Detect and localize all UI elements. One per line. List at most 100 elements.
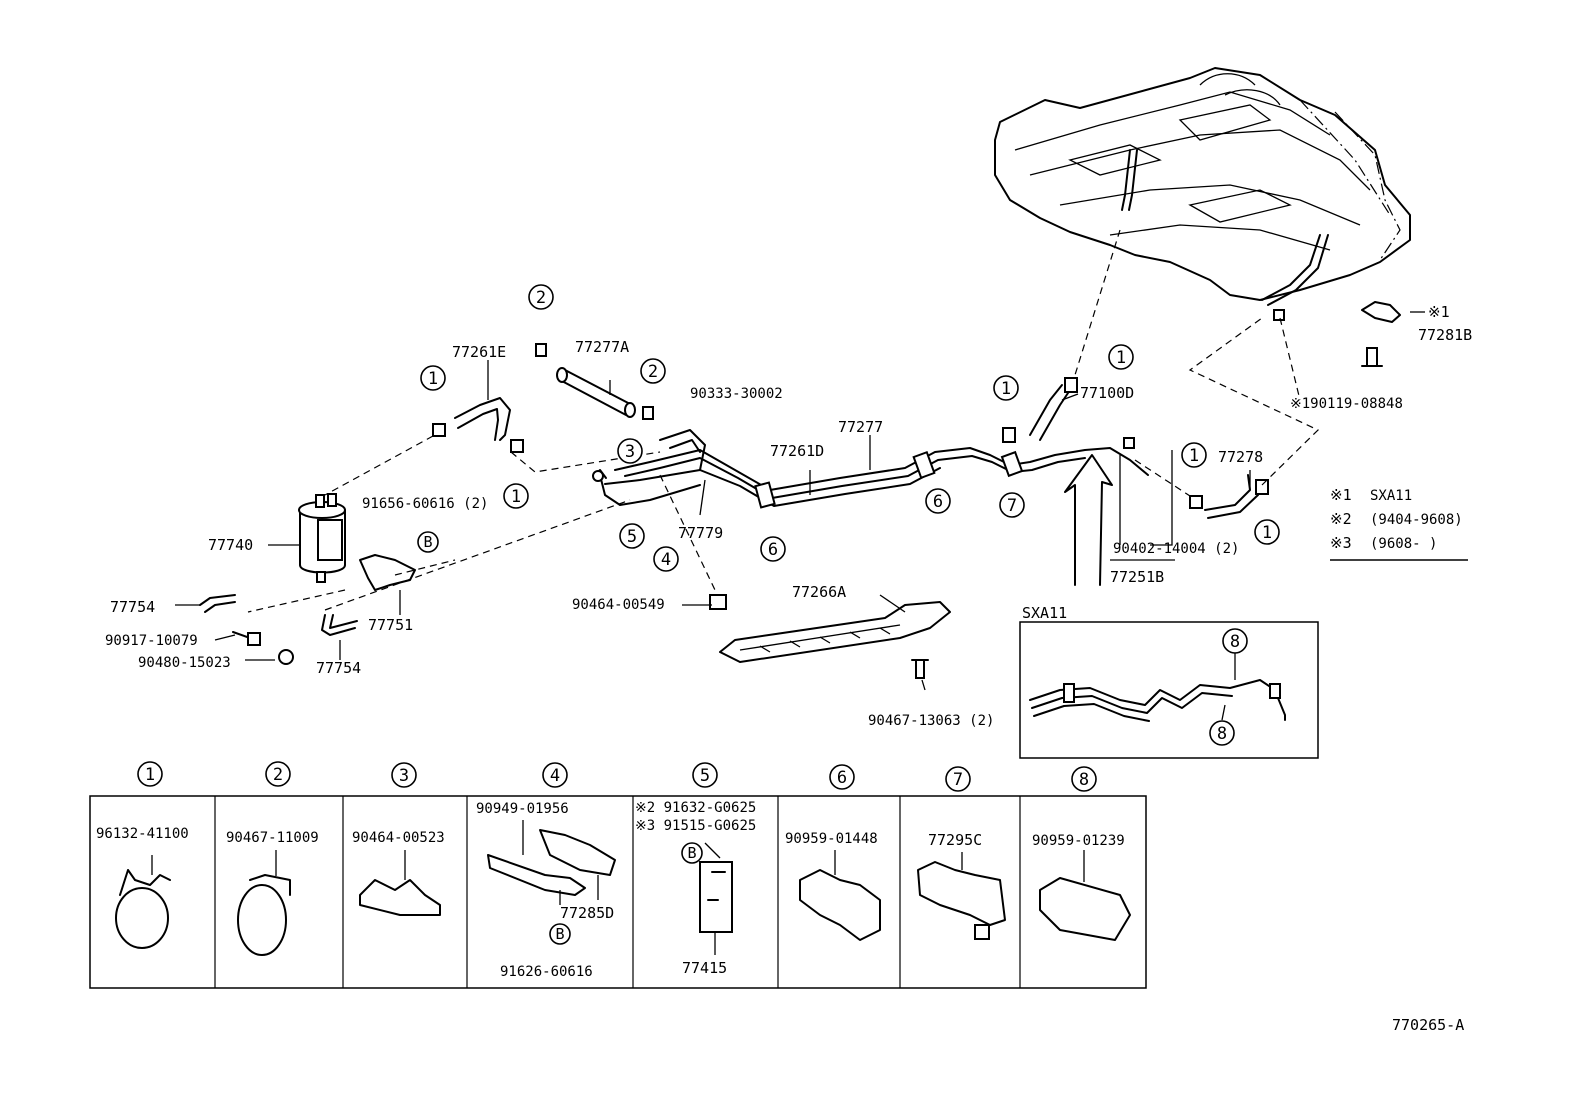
- fuel-lines: [592, 429, 1149, 509]
- callout-circle-8a: 8: [1222, 628, 1248, 654]
- col-3-header: 3: [391, 762, 417, 788]
- part-90464-00523: 90464-00523: [352, 830, 445, 846]
- label-77754-b: 77754: [316, 659, 361, 677]
- col-2-header: 2: [265, 761, 291, 787]
- clamp-icons: [432, 343, 654, 453]
- legend-mark-1: ※1: [1330, 486, 1352, 504]
- part-90959-01448: 90959-01448: [785, 831, 878, 847]
- label-77281B: 77281B: [1418, 326, 1472, 344]
- callout-circle-1b: 1: [503, 483, 529, 509]
- bolt-190119: [1361, 347, 1383, 367]
- svg-text:B: B: [555, 925, 564, 943]
- label-90333-30002: 90333-30002: [690, 386, 783, 402]
- label-77261D: 77261D: [770, 442, 824, 460]
- col-4-header: 4: [542, 762, 568, 788]
- bracket-77281B: [1361, 301, 1401, 323]
- hose-77278: [1204, 474, 1259, 519]
- legend-mark-2: ※2: [1330, 510, 1352, 528]
- callout-circle-2a: 2: [528, 284, 554, 310]
- svg-text:6: 6: [837, 768, 847, 788]
- svg-text:1: 1: [1116, 348, 1126, 368]
- col-1-header: 1: [137, 761, 163, 787]
- B-circle-col5: B: [681, 842, 703, 864]
- svg-text:4: 4: [661, 550, 671, 570]
- svg-text:2: 2: [536, 288, 546, 308]
- svg-text:6: 6: [768, 540, 778, 560]
- callout-circle-6b: 6: [925, 488, 951, 514]
- label-90480-15023: 90480-15023: [138, 655, 231, 671]
- legend-mark-3: ※3: [1330, 534, 1352, 552]
- callout-circle-1f: 1: [1254, 519, 1280, 545]
- bracket-77266A: [719, 601, 951, 663]
- callout-circle-8b: 8: [1209, 720, 1235, 746]
- callout-circle-1d: 1: [1108, 344, 1134, 370]
- callout-circle-1c: 1: [993, 375, 1019, 401]
- label-77100D: 77100D: [1080, 384, 1134, 402]
- svg-text:8: 8: [1230, 632, 1240, 652]
- label-90464-00549: 90464-00549: [572, 597, 665, 613]
- svg-text:4: 4: [550, 766, 560, 786]
- tank-pipes: [1121, 149, 1329, 306]
- svg-text:5: 5: [700, 766, 710, 786]
- label-77277: 77277: [838, 418, 883, 436]
- part-96132-41100: 96132-41100: [96, 826, 189, 842]
- hose-77754-b: [321, 614, 358, 636]
- svg-text:7: 7: [953, 770, 963, 790]
- part-90959-01239: 90959-01239: [1032, 833, 1125, 849]
- label-90402-14004: 90402-14004 (2): [1113, 541, 1239, 557]
- part-77415: 77415: [682, 959, 727, 977]
- bracket-77751: [359, 554, 416, 591]
- svg-text:B: B: [687, 844, 696, 862]
- charcoal-canister: [298, 493, 346, 583]
- part-90467-11009: 90467-11009: [226, 830, 319, 846]
- table-text: 1 2 3 4 5 6 7 8 96132-41100 90467-11009 …: [96, 761, 1125, 980]
- label-190119-08848: ※190119-08848: [1290, 396, 1403, 412]
- fitting-icons: [232, 631, 294, 665]
- svg-text:1: 1: [1189, 446, 1199, 466]
- svg-text:8: 8: [1217, 724, 1227, 744]
- label-90917-10079: 90917-10079: [105, 633, 198, 649]
- B-circle-col4: B: [549, 923, 571, 945]
- part-77285D: 77285D: [560, 904, 614, 922]
- part-91632-G0625: ※2 91632-G0625: [635, 800, 756, 816]
- parts-table: [89, 795, 1147, 989]
- svg-text:2: 2: [648, 362, 658, 382]
- fuel-tank: [994, 67, 1411, 301]
- callout-circle-7: 7: [999, 492, 1025, 518]
- svg-text:6: 6: [933, 492, 943, 512]
- clip-7-icon: [917, 852, 1006, 940]
- bolt-icon: [911, 659, 929, 679]
- label-77754-a: 77754: [110, 598, 155, 616]
- callout-circle-6a: 6: [760, 536, 786, 562]
- col-6-header: 6: [829, 764, 855, 790]
- label-77277A: 77277A: [575, 338, 629, 356]
- col-7-header: 7: [945, 766, 971, 792]
- label-77261E: 77261E: [452, 343, 506, 361]
- label-note-1: ※1: [1428, 303, 1450, 321]
- callout-circle-B: B: [417, 531, 439, 553]
- label-sxa11-inset: SXA11: [1022, 604, 1067, 622]
- svg-text:1: 1: [511, 487, 521, 507]
- sxa11-inset: [1019, 621, 1319, 759]
- clip-8-icon: [1039, 850, 1131, 941]
- svg-text:1: 1: [1001, 379, 1011, 399]
- part-91515-G0625: ※3 91515-G0625: [635, 818, 756, 834]
- clip-3-icon: [359, 850, 441, 916]
- callout-circle-1a: 1: [420, 365, 446, 391]
- label-77740: 77740: [208, 536, 253, 554]
- callout-circle-1e: 1: [1181, 442, 1207, 468]
- circled-callouts: 2 2 1 1 3 5 4 6 6 7 1 1 1 1 8 8 B: [417, 284, 1280, 746]
- col-8-header: 8: [1071, 766, 1097, 792]
- svg-text:3: 3: [625, 442, 635, 462]
- label-91656-60616: 91656-60616 (2): [362, 496, 488, 512]
- legend-text-1: SXA11: [1370, 488, 1412, 504]
- label-77251B: 77251B: [1110, 568, 1164, 586]
- arrow-icon: [1064, 454, 1113, 586]
- legend-text-2: (9404-9608): [1370, 512, 1463, 528]
- svg-text:7: 7: [1007, 496, 1017, 516]
- callout-circle-5: 5: [619, 523, 645, 549]
- leader-lines: [175, 311, 1425, 691]
- hose-77100D: [1029, 384, 1071, 441]
- hose-77754-a: [199, 594, 236, 613]
